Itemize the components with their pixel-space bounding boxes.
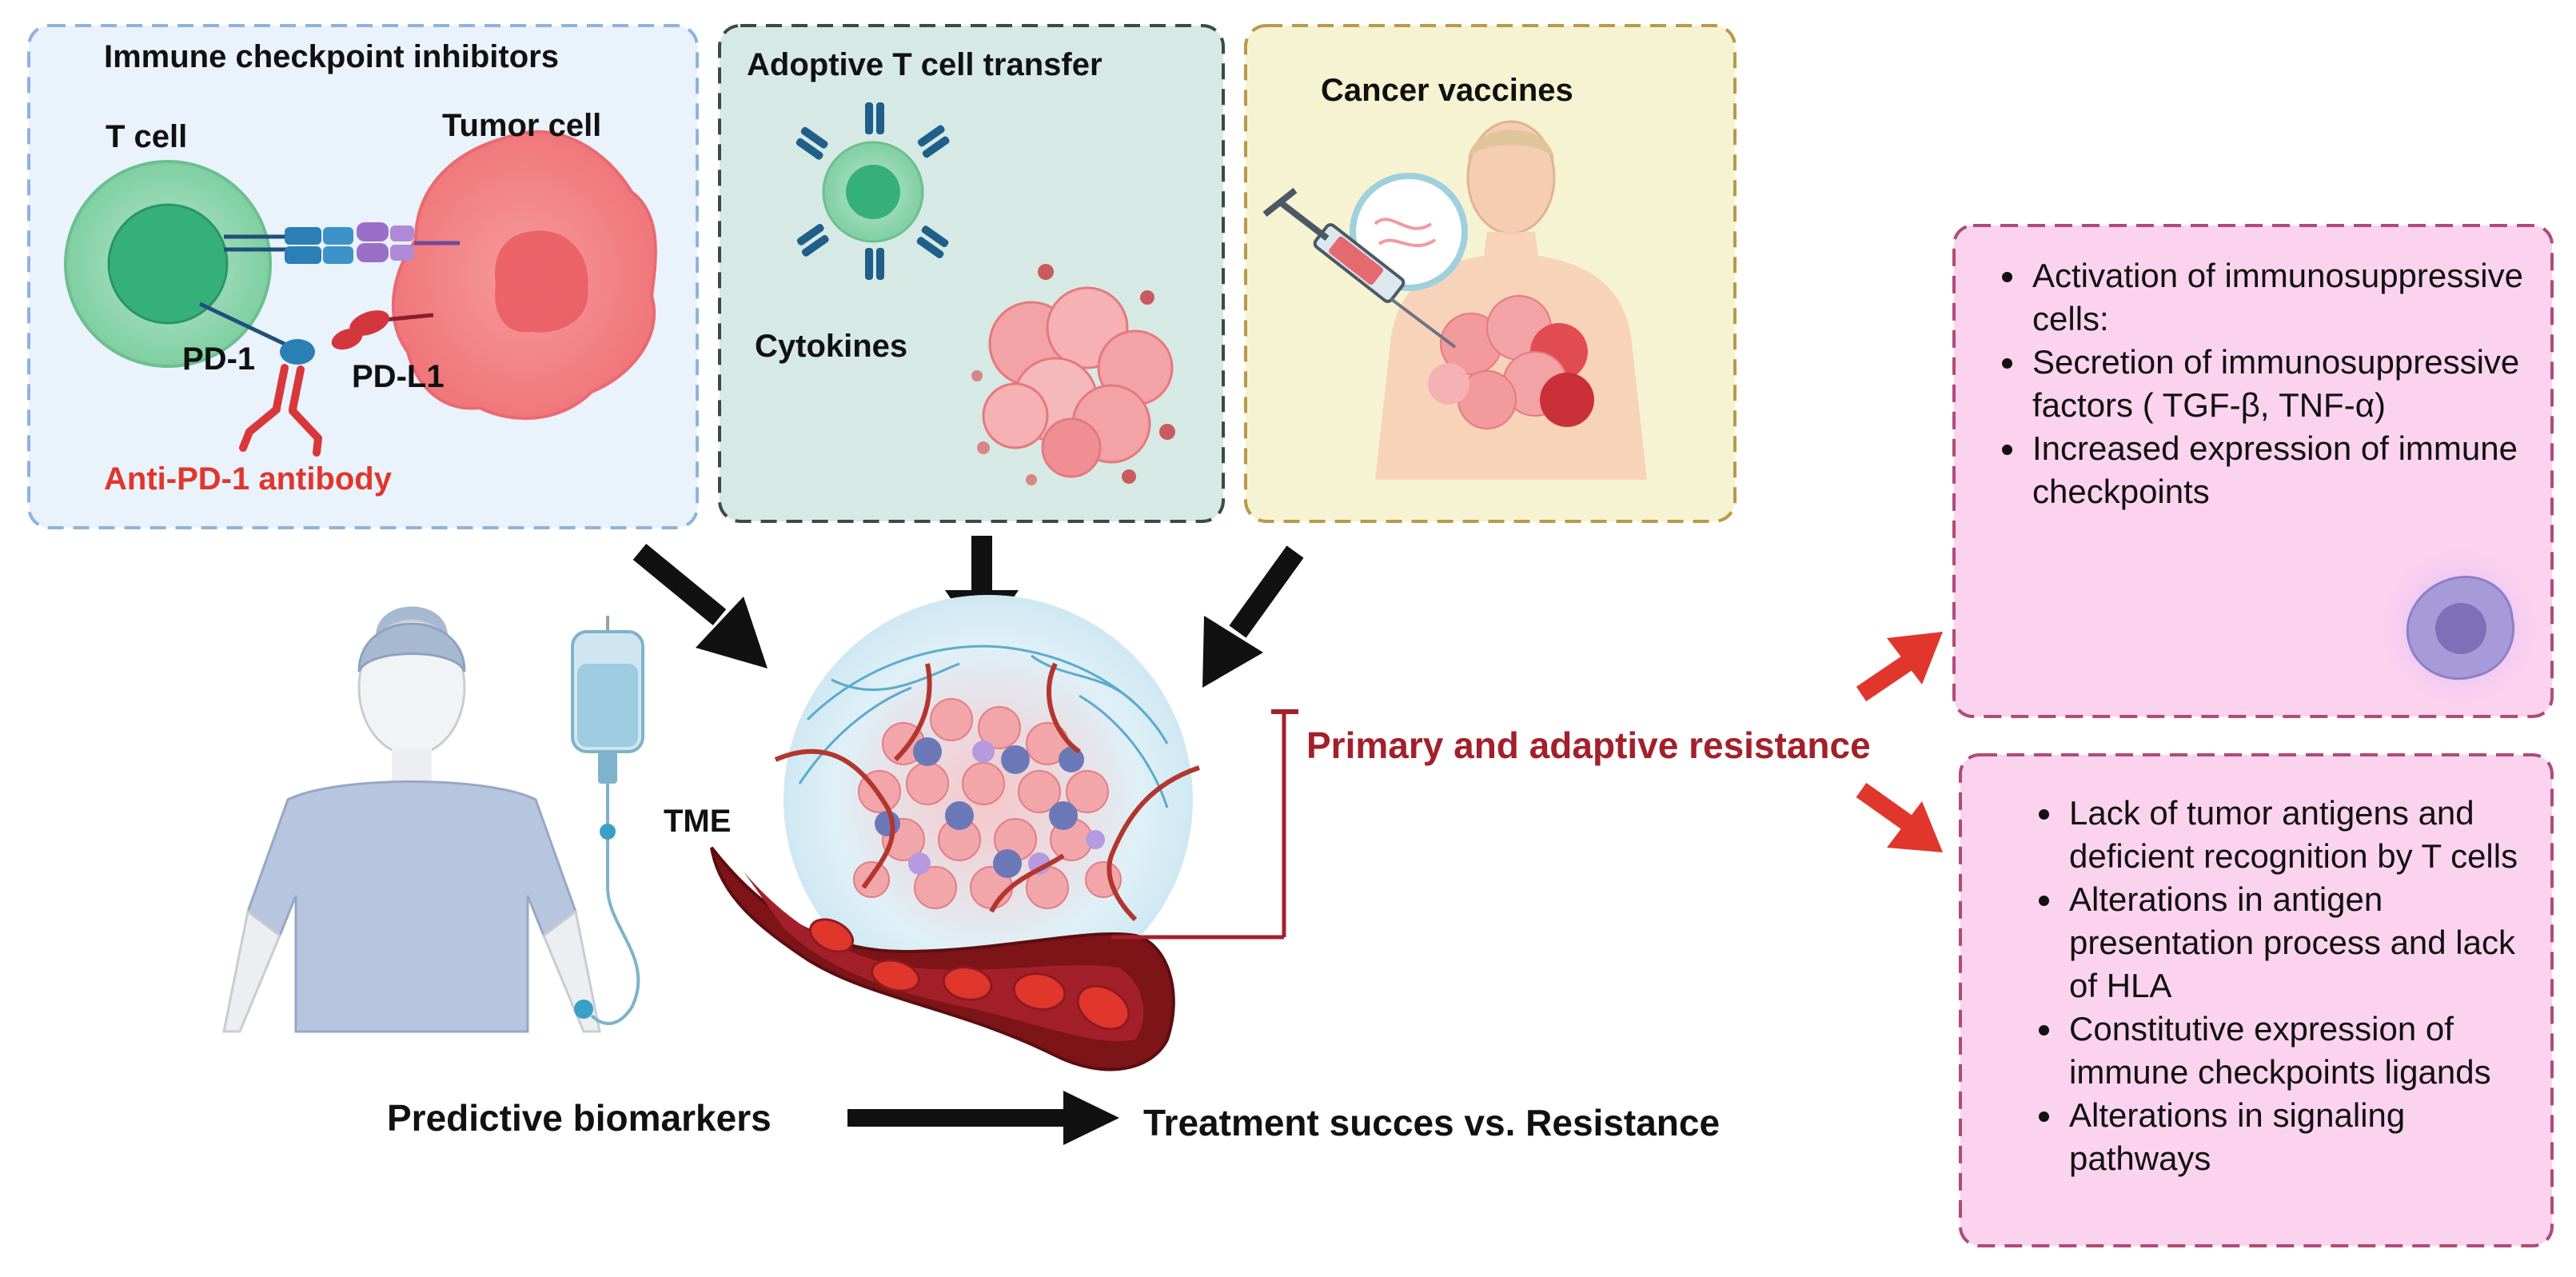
list-item: Lack of tumor antigens and deficient rec… xyxy=(2064,792,2542,878)
syringe-icon xyxy=(1262,173,1468,349)
tumor-mass-icon xyxy=(774,595,1200,1004)
pdl1-label: PD-L1 xyxy=(352,359,445,394)
resistance-inhibition-line xyxy=(1111,709,1298,940)
resistance-mechanisms-bottom-list: Lack of tumor antigens and deficient rec… xyxy=(1991,792,2542,1180)
right-box-bottom xyxy=(1959,753,2554,1247)
arrow-to-bottom-box xyxy=(1856,783,1943,852)
receptor-complex-icon xyxy=(224,222,460,264)
tumor-cluster-icon xyxy=(971,264,1175,485)
arrow-vaccine-to-tme xyxy=(1202,545,1304,688)
t-cell-label: T cell xyxy=(106,119,187,154)
iv-bag-icon xyxy=(571,616,644,1025)
list-item: Increased expression of immune checkpoin… xyxy=(2028,427,2530,513)
list-item: Alterations in antigen presentation proc… xyxy=(2064,878,2542,1008)
t-cell-icon xyxy=(64,160,272,368)
adoptive-title: Adoptive T cell transfer xyxy=(747,47,1103,82)
vaccine-panel: Cancer vaccines xyxy=(1244,24,1737,523)
adoptive-panel: Adoptive T cell transfer Cytokines xyxy=(718,24,1225,523)
list-item: Alterations in signaling pathways xyxy=(2064,1094,2542,1180)
resistance-mechanisms-top-list: Activation of immunosuppressive cells: S… xyxy=(1954,254,2530,513)
tumor-lesion-icon xyxy=(1428,295,1594,429)
antibody-icon xyxy=(239,364,322,457)
tme-label: TME xyxy=(664,804,731,839)
immunosuppressive-cell-icon xyxy=(2381,549,2538,705)
vaccine-title: Cancer vaccines xyxy=(1321,73,1573,108)
pdl1-ligand-icon xyxy=(331,310,434,350)
arrow-to-top-box xyxy=(1856,632,1943,702)
resistance-label: Primary and adaptive resistance xyxy=(1306,724,1871,766)
tumor-cell-label: Tumor cell xyxy=(442,108,601,143)
tumor-cell-icon xyxy=(391,130,657,421)
vaccine-body-icon xyxy=(1375,120,1647,480)
pd1-receptor-icon xyxy=(198,301,315,365)
list-item: Secretion of immunosuppressive factors (… xyxy=(2028,341,2530,427)
blood-vessel-icon xyxy=(710,846,1175,1071)
outcome-label: Treatment succes vs. Resistance xyxy=(1143,1102,1720,1143)
antibody-label: Anti-PD-1 antibody xyxy=(104,461,393,497)
car-t-cell-icon xyxy=(796,102,950,280)
cytokines-label: Cytokines xyxy=(755,329,907,364)
right-box-top xyxy=(1952,224,2554,718)
patient-icon xyxy=(222,606,601,1033)
checkpoint-title: Immune checkpoint inhibitors xyxy=(104,39,559,74)
list-item: Activation of immunosuppressive cells: xyxy=(2028,254,2530,341)
pd1-label: PD-1 xyxy=(182,341,255,377)
arrow-biomarkers-to-outcome xyxy=(847,1091,1119,1145)
checkpoint-panel: Immune checkpoint inhibitors T cell Tumo… xyxy=(27,24,699,529)
list-item: Constitutive expression of immune checkp… xyxy=(2064,1008,2542,1094)
biomarkers-label: Predictive biomarkers xyxy=(387,1097,772,1139)
arrow-checkpoint-to-tme xyxy=(632,543,768,668)
